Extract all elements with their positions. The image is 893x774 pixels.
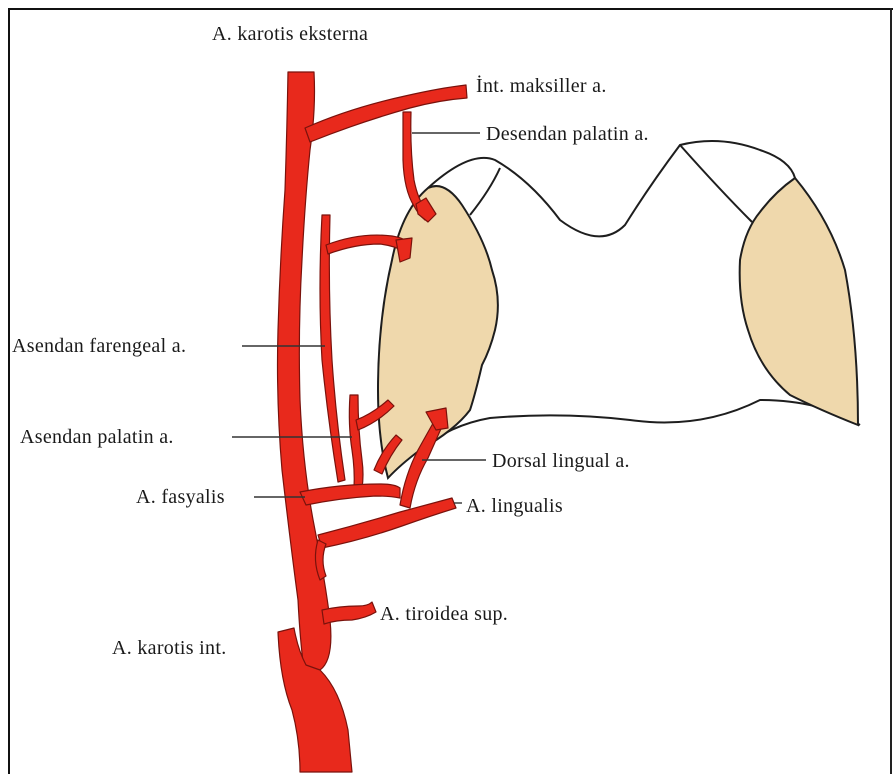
label-fasyalis: A. fasyalis: [136, 486, 225, 508]
ascending-palatine-branch: [349, 395, 363, 488]
label-desendan-palatin: Desendan palatin a.: [486, 123, 649, 145]
superior-thyroid-branch: [322, 602, 376, 624]
right-fold-line: [680, 145, 752, 222]
label-karotis-int: A. karotis int.: [112, 637, 227, 659]
label-karotis-eksterna: A. karotis eksterna: [212, 23, 368, 45]
label-tiroidea-sup: A. tiroidea sup.: [380, 603, 508, 625]
lingual-branch: [318, 498, 456, 548]
label-dorsal-lingual: Dorsal lingual a.: [492, 450, 630, 472]
ascending-pharyngeal-branch: [320, 215, 345, 482]
label-int-maksiller: İnt. maksiller a.: [476, 74, 607, 97]
tongue-contour: [420, 400, 860, 450]
artery-tree: [278, 72, 468, 772]
right-tonsil: [740, 178, 858, 425]
palate-contour: [428, 141, 795, 236]
left-fold-line: [470, 168, 500, 215]
facial-branch: [300, 484, 400, 505]
label-asendan-palatin: Asendan palatin a.: [20, 426, 174, 448]
label-asendan-farengeal: Asendan farengeal a.: [12, 335, 186, 357]
label-lingualis: A. lingualis: [466, 495, 563, 517]
